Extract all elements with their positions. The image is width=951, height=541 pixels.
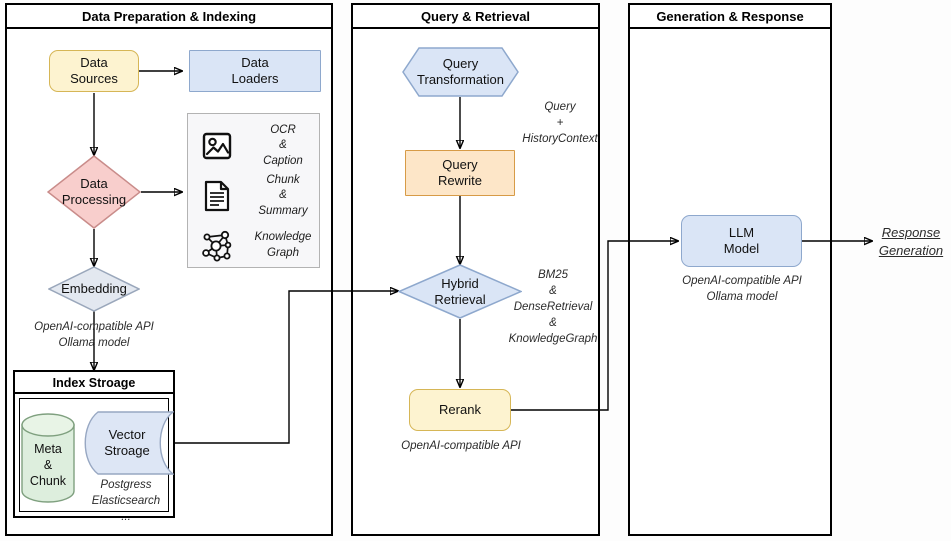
annotation-retrieval-note: BM25 & DenseRetrieval & KnowledgeGraph: [508, 269, 598, 346]
panel-row-chunk: Chunk & Summary: [196, 174, 316, 218]
tape-shape: [84, 411, 174, 475]
annotation-vector-note: Postgress Elasticsearch ...: [91, 479, 161, 524]
diamond-shape: [48, 266, 140, 312]
node-data-loaders[interactable]: Data Loaders: [189, 50, 321, 92]
node-vector-storage[interactable]: Vector Stroage: [78, 411, 174, 475]
node-embedding[interactable]: Embedding: [48, 266, 140, 312]
hexagon-shape: [402, 47, 519, 97]
node-query-transformation[interactable]: Query Transformation: [402, 47, 519, 97]
image-icon: [196, 126, 238, 166]
node-data-processing[interactable]: Data Processing: [47, 155, 141, 229]
annotation-query-rewrite-note: Query + HistoryContext: [522, 101, 598, 146]
panel-row-knowledge-graph: Knowledge Graph: [196, 224, 316, 268]
node-meta-chunk[interactable]: Meta & Chunk: [20, 413, 76, 503]
node-label-embedding: Embedding: [61, 281, 127, 297]
annotation-llm-note: OpenAI-compatible API Ollama model: [682, 275, 802, 304]
node-data-sources[interactable]: Data Sources: [49, 50, 139, 92]
lane-generation-response: Generation & Response: [628, 3, 832, 536]
diamond-shape: [398, 264, 522, 319]
node-label-hybrid-retrieval: Hybrid Retrieval: [434, 275, 486, 307]
processing-capabilities-panel: OCR & Caption Chunk & Summary: [187, 113, 320, 268]
index-storage-title: Index Stroage: [15, 372, 173, 394]
node-label-data-processing: Data Processing: [61, 176, 127, 207]
panel-label-knowledge-graph: Knowledge Graph: [254, 231, 312, 259]
document-icon: [196, 176, 238, 216]
diamond-shape: [47, 155, 141, 229]
cylinder-shape: [21, 413, 75, 503]
node-label-meta-chunk: Meta & Chunk: [29, 441, 67, 489]
annotation-rerank-note: OpenAI-compatible API: [401, 440, 521, 452]
panel-label-chunk: Chunk & Summary: [258, 173, 308, 217]
node-hybrid-retrieval[interactable]: Hybrid Retrieval: [398, 264, 522, 319]
lane-title-query-retrieval: Query & Retrieval: [353, 5, 598, 29]
node-query-rewrite[interactable]: Query Rewrite: [405, 150, 515, 196]
lane-title-generation-response: Generation & Response: [630, 5, 830, 29]
annotation-response-generation: Response Generation: [878, 225, 944, 259]
node-rerank[interactable]: Rerank: [409, 389, 511, 431]
lane-title-data-preparation: Data Preparation & Indexing: [7, 5, 331, 29]
node-label-query-transformation: Query Transformation: [417, 55, 504, 87]
knowledge-graph-icon: [196, 226, 238, 266]
panel-label-ocr: OCR & Caption: [263, 123, 303, 167]
node-llm-model[interactable]: LLM Model: [681, 215, 802, 267]
node-label-vector-storage: Vector Stroage: [104, 426, 150, 458]
panel-row-ocr: OCR & Caption: [196, 124, 316, 168]
annotation-embedding-note: OpenAI-compatible API Ollama model: [34, 321, 154, 350]
